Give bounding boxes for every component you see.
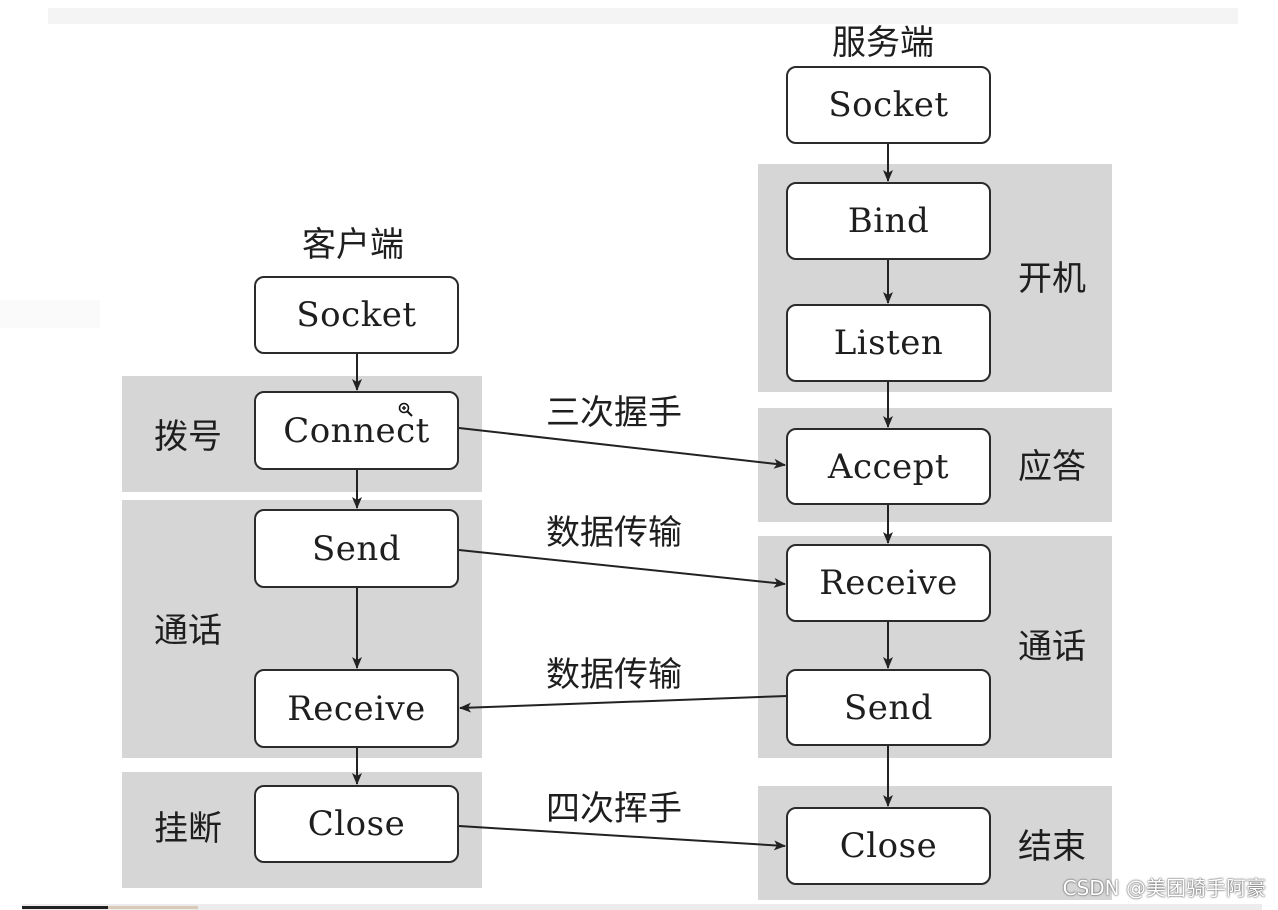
server-socket-node: Socket [786, 66, 991, 144]
top-blur-bar [48, 8, 1238, 24]
server-phase-talk-label: 通话 [1018, 627, 1086, 667]
client-socket-node: Socket [254, 276, 459, 354]
bottom-edge-light-segment [108, 906, 198, 909]
zoom-cursor-icon [398, 402, 413, 417]
client-title: 客户端 [302, 225, 404, 265]
server-listen-node: Listen [786, 304, 991, 382]
client-phase-talk-label: 通话 [154, 611, 222, 651]
bottom-edge-dark-segment [22, 906, 108, 909]
server-bind-node: Bind [786, 182, 991, 260]
data-to-client-label: 数据传输 [546, 655, 682, 695]
server-accept-node: Accept [786, 428, 991, 505]
server-phase-answer-label: 应答 [1018, 447, 1086, 487]
server-phase-startup-label: 开机 [1018, 259, 1086, 299]
client-close-node: Close [254, 785, 459, 863]
wave-label: 四次挥手 [546, 789, 682, 829]
client-send-node: Send [254, 509, 459, 588]
server-close-node: Close [786, 807, 991, 885]
client-phase-hangup-label: 挂断 [154, 809, 222, 849]
bottom-edge-bar [22, 904, 1262, 910]
server-phase-end-label: 结束 [1018, 827, 1086, 867]
server-send-node: Send [786, 669, 991, 746]
watermark-text: CSDN @美团骑手阿豪 [1062, 876, 1266, 900]
data-to-server-label: 数据传输 [546, 513, 682, 553]
client-phase-dial-label: 拨号 [154, 417, 222, 457]
left-faint-mark [0, 300, 100, 328]
arrow-wave [458, 825, 786, 851]
handshake-label: 三次握手 [546, 393, 682, 433]
arrow-data-to-client [459, 695, 788, 713]
server-receive-node: Receive [786, 544, 991, 622]
client-receive-node: Receive [254, 669, 459, 748]
server-title: 服务端 [832, 23, 934, 63]
arrow-handshake [458, 427, 786, 469]
client-connect-node: Connect [254, 391, 459, 470]
arrow-data-to-server [458, 549, 786, 588]
